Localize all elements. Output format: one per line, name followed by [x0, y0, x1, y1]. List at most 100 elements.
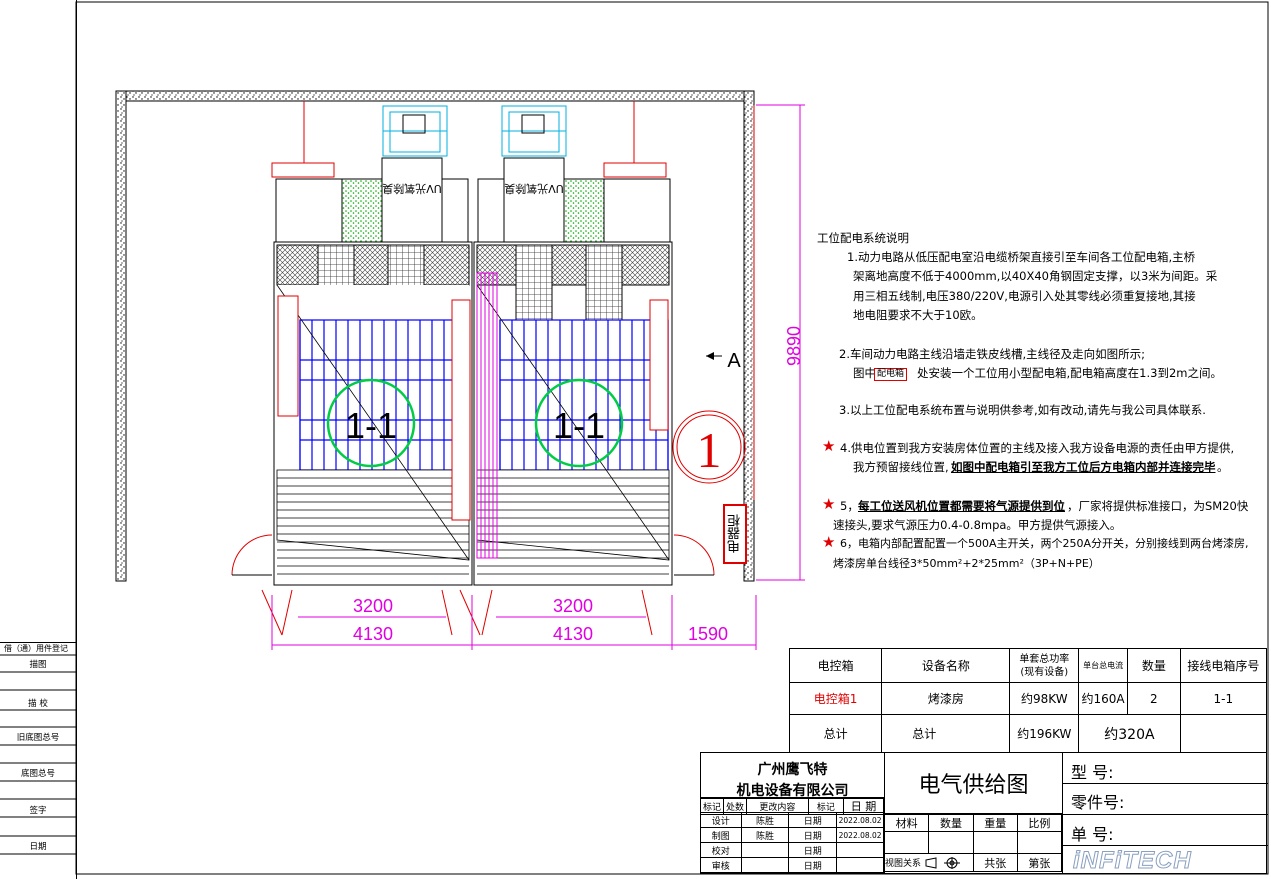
table-row: 材料 数量 重量 比例	[883, 813, 1063, 832]
summary-cell: 约196KW	[1009, 714, 1080, 753]
summary-cell: 约98KW	[1009, 682, 1080, 715]
date-label-cell: 日期	[788, 842, 838, 858]
view-relation-label: 视图关系	[885, 858, 922, 869]
name-cell	[740, 842, 790, 858]
distribution-box-markers	[271, 162, 667, 178]
booth-label-left: 1-1	[345, 405, 397, 446]
date-cell	[836, 857, 884, 873]
company-name-line-2: 机电设备有限公司	[736, 783, 849, 799]
role-cell: 审核	[700, 857, 742, 873]
side-row-trace: 描图	[29, 660, 47, 670]
drawing-title: 电气供给图	[918, 773, 1029, 798]
name-cell	[740, 857, 790, 873]
summary-cell: 2	[1127, 682, 1181, 715]
summary-header: 单套总功率 (现有设备)	[1009, 648, 1080, 683]
part-number-label: 零件号:	[1071, 793, 1125, 812]
date-cell	[836, 842, 884, 858]
booth-label-right: 1-1	[553, 405, 605, 446]
table-row	[883, 831, 1063, 854]
prop-header: 比例	[1016, 813, 1063, 832]
revision-table: 标记 处数 更改内容 标记 日 期	[699, 797, 885, 815]
total-sheets-cell: 共张	[972, 853, 1018, 872]
power-summary-table: 电控箱 设备名称 单套总功率 (现有设备) 单台总电流 数量 接线电箱序号 电控…	[788, 648, 1268, 753]
date-cell: 2022.08.02	[836, 812, 884, 828]
power-cable-lines	[303, 101, 755, 500]
role-cell: 设计	[700, 812, 742, 828]
section-arrow	[706, 352, 722, 360]
table-row: 审核 日期	[700, 857, 884, 873]
note-1-line-2: 架离地高度不低于4000mm,以40X40角钢固定支撑，以3米为间距。采	[853, 269, 1218, 283]
dim-outer-right: 4130	[553, 624, 593, 644]
ramp-left	[276, 284, 470, 561]
table-row: 视图关系 共张 第张	[884, 853, 1063, 872]
table-row: 标记 处数 更改内容 标记 日 期	[699, 797, 885, 815]
side-row-old-base: 旧底图总号	[16, 733, 60, 743]
signature-table: 设计 陈胜 日期 2022.08.02 制图 陈胜 日期 2022.08.02 …	[700, 812, 884, 873]
table-row: 总计 总计 约196KW 约320A	[788, 714, 1268, 753]
date-label-cell: 日期	[788, 857, 838, 873]
dimension-lines	[271, 104, 805, 650]
note-6-line-2: 烤漆房单台线径3*50mm²+2*25mm²（3P+N+PE）	[833, 557, 1100, 570]
side-strip-lines	[0, 654, 76, 855]
uv-label-right: UV光氧除臭	[504, 182, 564, 196]
name-cell: 陈胜	[740, 812, 790, 828]
doors	[231, 534, 715, 636]
note-1-line-1: 1.动力电路从低压配电室沿电缆桥架直接引至车间各工位配电箱,主桥	[847, 250, 1196, 264]
center-duct	[476, 272, 498, 559]
side-row-sign: 签字	[29, 806, 47, 816]
summary-cell: 总计	[881, 714, 1011, 753]
type-label: 型 号:	[1071, 763, 1114, 782]
star-icon-4: ★	[822, 437, 836, 455]
projection-symbol-icon	[925, 857, 960, 870]
note-2-line-2b: 处安装一个工位用小型配电箱,配电箱高度在1.3到2m之间。	[917, 366, 1222, 380]
table-row: 设计 陈胜 日期 2022.08.02	[700, 812, 884, 828]
note-2-line-1: 2.车间动力电路主线沿墙走铁皮线槽,主线径及走向如图所示;	[839, 347, 1145, 361]
company-logo: iNFiTECH	[1073, 847, 1192, 875]
summary-header: 单台总电流	[1078, 648, 1129, 683]
dim-gap: 1590	[688, 624, 728, 644]
summary-cell: 约320A	[1078, 714, 1181, 753]
section-mark: A	[727, 350, 741, 372]
star-icon-6: ★	[822, 533, 836, 551]
electrical-cabinet	[723, 504, 747, 564]
date-label-cell: 日期	[788, 827, 838, 843]
summary-cell: 总计	[788, 714, 883, 753]
dim-inner-right: 3200	[553, 596, 593, 616]
notes-title: 工位配电系统说明	[817, 231, 909, 245]
uv-unit-left	[382, 105, 448, 157]
summary-cell	[1179, 714, 1268, 753]
note-6-line-1: 6，电箱内部配置配置一个500A主开关，两个250A分开关，分别接线到两台烤漆房…	[840, 537, 1249, 550]
side-row-check: 描 校	[28, 699, 48, 709]
note-4-line-2c: 。	[1217, 460, 1229, 474]
role-cell: 制图	[700, 827, 742, 843]
note-5-line-1a: 5，	[840, 499, 859, 513]
unit-number-label: 单 号:	[1071, 825, 1114, 844]
uv-unit-right	[501, 105, 567, 157]
property-table: 材料 数量 重量 比例 视图关系 共张 第张	[883, 813, 1063, 872]
side-heaters	[277, 295, 669, 521]
prop-header: 重量	[972, 813, 1018, 832]
side-row-borrow: 借（通）用件登记	[4, 644, 68, 653]
note-5-line-1c: ，厂家将提供标准接口，为SM20快	[1067, 499, 1249, 513]
note-5-line-1b: 每工位送风机位置都需要将气源提供到位	[858, 499, 1065, 513]
note-4-line-2a: 我方预留接线位置,	[853, 460, 949, 474]
callout-circle	[672, 410, 746, 484]
note-2-box-label: 配电箱	[874, 368, 908, 381]
dim-inner-left: 3200	[353, 596, 393, 616]
ramp-right	[476, 284, 670, 561]
date-label-cell: 日期	[788, 812, 838, 828]
summary-cell: 1-1	[1179, 682, 1268, 715]
booth-circles	[326, 378, 624, 468]
star-icon-5: ★	[822, 495, 836, 513]
dim-height: 9890	[784, 326, 804, 366]
electrical-cabinet-label: 电器柜	[728, 514, 743, 554]
company-name-line-1: 广州鹰飞特	[757, 762, 828, 778]
note-4-line-1: 4.供电位置到我方安装房体位置的主线及接入我方设备电源的责任由甲方提供,	[840, 441, 1235, 455]
note-3: 3.以上工位配电系统布置与说明供参考,如有改动,请先与我公司具体联系.	[839, 403, 1206, 417]
summary-header: 接线电箱序号	[1179, 648, 1268, 683]
summary-header: 数量	[1127, 648, 1181, 683]
summary-header: 电控箱	[788, 648, 883, 683]
side-row-date: 日期	[29, 842, 47, 852]
note-5-line-2: 速接头,要求气源压力0.4-0.8mpa。甲方提供气源接入。	[833, 518, 1122, 532]
note-2-line-2a: 图中	[853, 366, 876, 380]
